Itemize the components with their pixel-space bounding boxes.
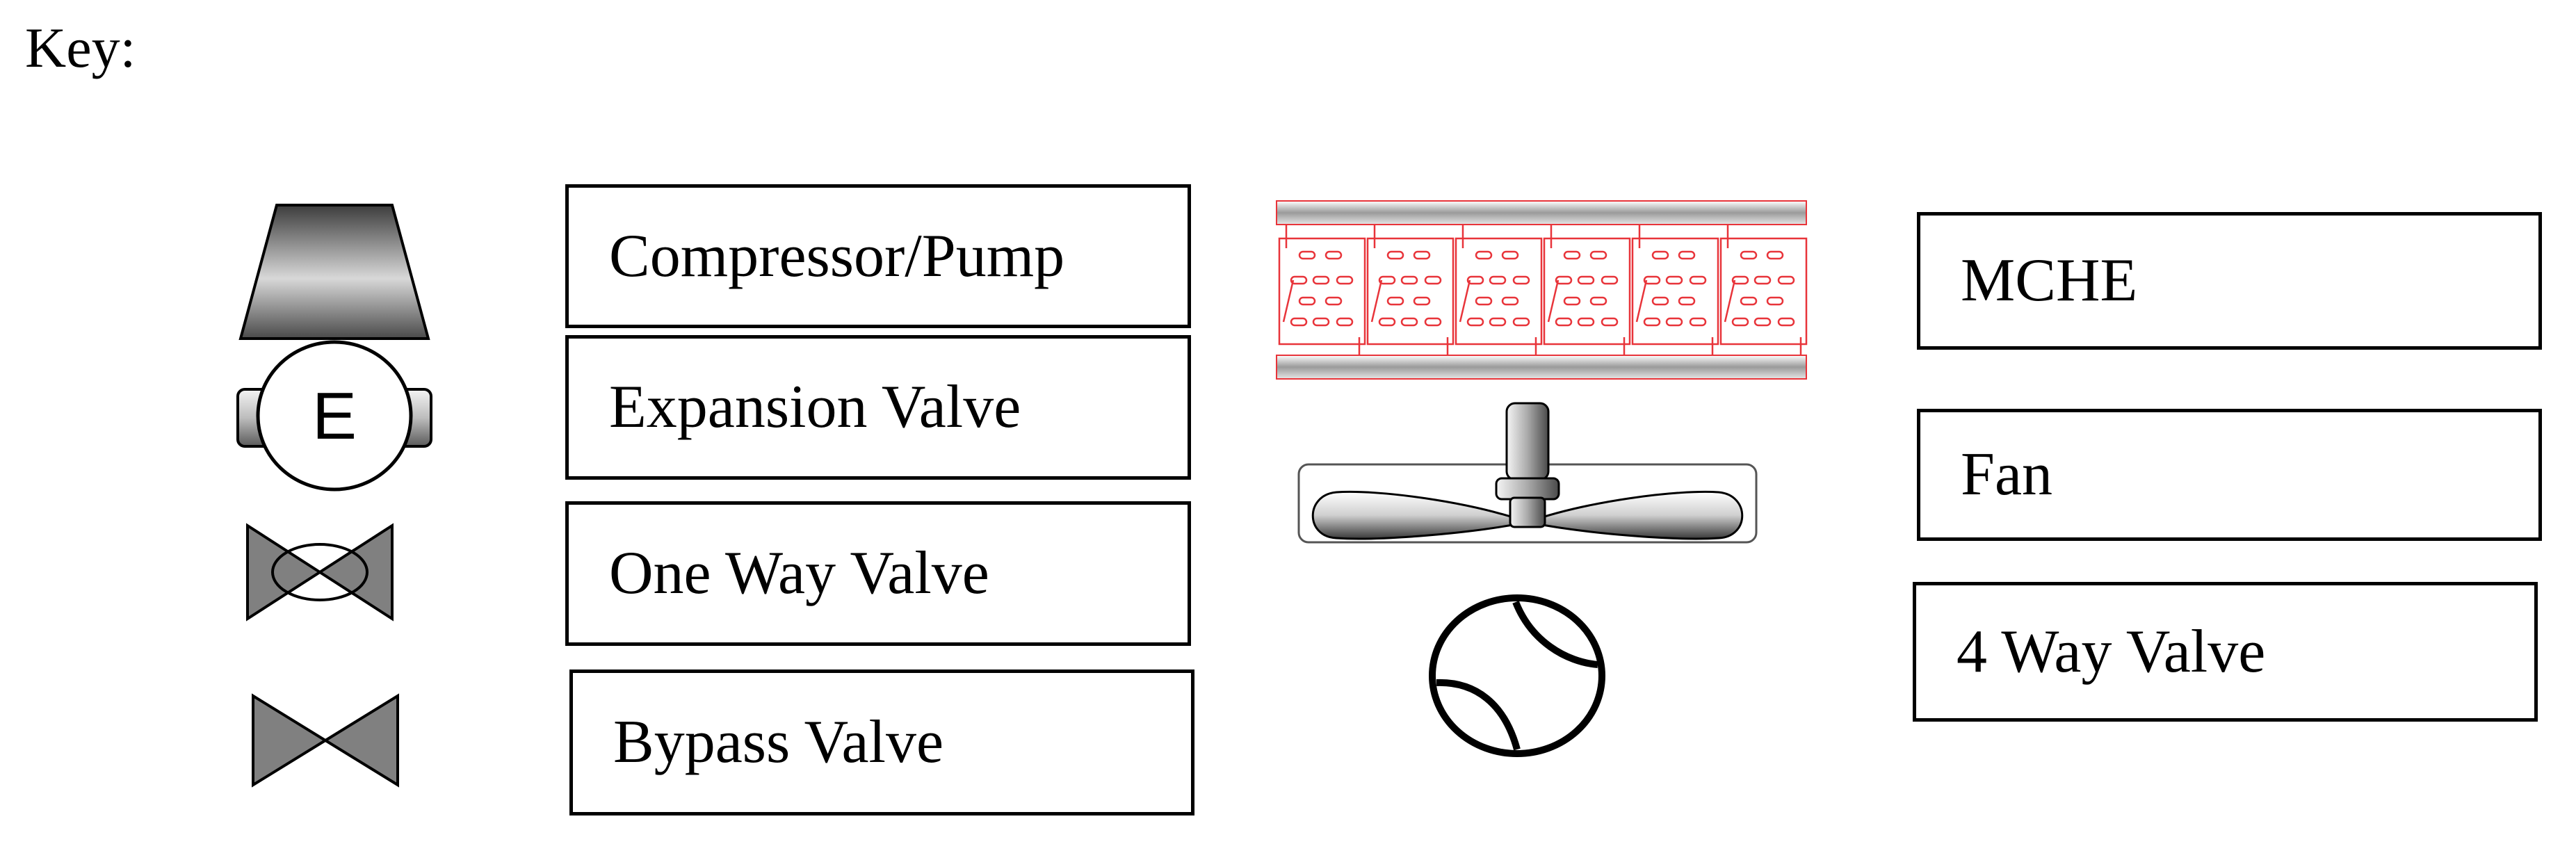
label-mche: MCHE bbox=[1917, 212, 2542, 350]
fan-icon bbox=[1297, 402, 1758, 544]
label-compressor-pump-text: Compressor/Pump bbox=[609, 222, 1065, 290]
bypass-valve-icon bbox=[252, 693, 399, 788]
label-one-way-valve: One Way Valve bbox=[565, 501, 1191, 646]
label-bypass-valve: Bypass Valve bbox=[569, 669, 1194, 815]
compressor-glyph: E bbox=[312, 379, 357, 453]
key-heading: Key: bbox=[25, 16, 136, 79]
label-one-way-valve-text: One Way Valve bbox=[609, 539, 989, 607]
label-compressor-pump: Compressor/Pump bbox=[565, 184, 1191, 328]
label-expansion-valve: Expansion Valve bbox=[565, 335, 1191, 480]
label-bypass-valve-text: Bypass Valve bbox=[613, 708, 944, 776]
label-four-way-valve-text: 4 Way Valve bbox=[1957, 617, 2266, 685]
one-way-valve-icon bbox=[246, 523, 394, 622]
four-way-valve-icon bbox=[1429, 594, 1605, 757]
compressor-pump-icon: E bbox=[236, 204, 432, 492]
label-four-way-valve: 4 Way Valve bbox=[1913, 582, 2538, 722]
label-fan-text: Fan bbox=[1961, 441, 2052, 508]
label-mche-text: MCHE bbox=[1961, 247, 2138, 314]
label-fan: Fan bbox=[1917, 409, 2542, 541]
mche-icon bbox=[1276, 200, 1808, 380]
label-expansion-valve-text: Expansion Valve bbox=[609, 373, 1021, 441]
